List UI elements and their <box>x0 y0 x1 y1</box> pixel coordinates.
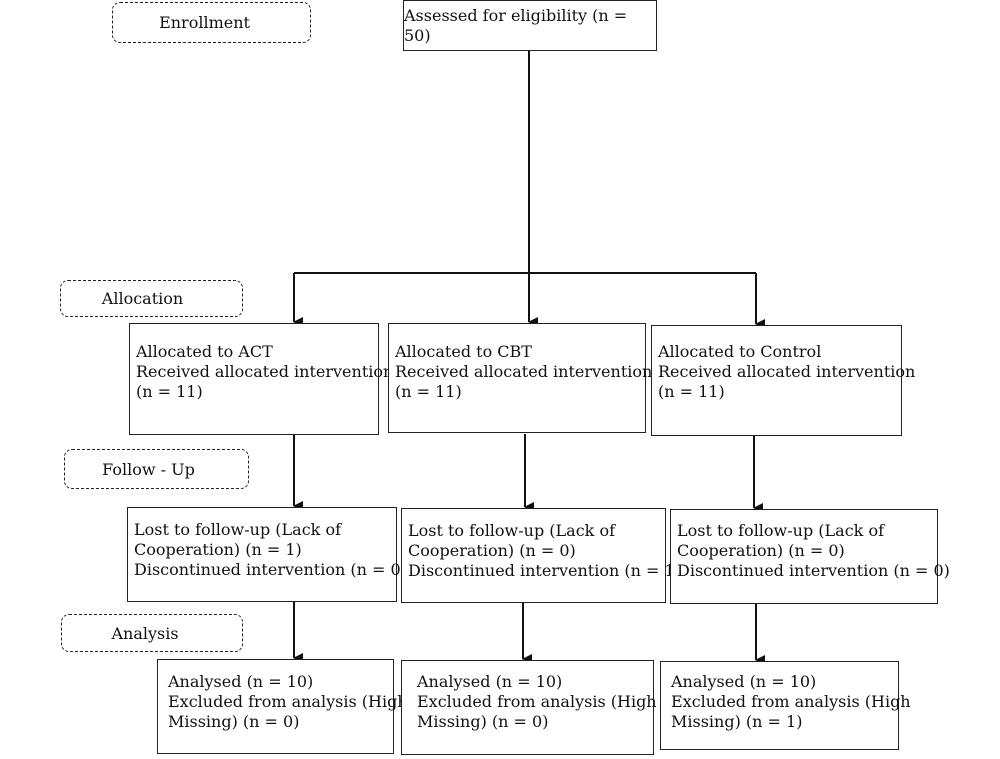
followup-line: Cooperation) (n = 0) <box>408 541 576 560</box>
assessed-text: Assessed for eligibility (n = 50) <box>404 5 628 45</box>
allocation-box-cbt: Allocated to CBT Received allocated inte… <box>388 323 653 433</box>
followup-line: Discontinued intervention (n = 0) <box>134 560 407 579</box>
analysis-line: Missing) (n = 1) <box>671 712 803 731</box>
stage-label-followup: Follow - Up <box>64 449 249 489</box>
followup-line: Discontinued intervention (n = 1) <box>408 561 681 580</box>
followup-line: Cooperation) (n = 0) <box>677 541 845 560</box>
allocation-line: Received allocated intervention <box>658 362 916 381</box>
stage-label-text: Allocation <box>101 289 184 308</box>
stage-label-text: Analysis <box>111 623 179 643</box>
allocation-count: (n = 11) <box>658 382 725 401</box>
assessed-box: Assessed for eligibility (n = 50) <box>403 0 657 51</box>
analysis-line: Excluded from analysis (High <box>671 692 911 711</box>
followup-line: Cooperation) (n = 1) <box>134 540 302 559</box>
stage-label-enrollment: Enrollment <box>112 2 311 43</box>
allocation-line: Allocated to ACT <box>136 342 273 361</box>
analysis-box-cbt: Analysed (n = 10) Excluded from analysis… <box>401 660 657 755</box>
allocation-box-control: Allocated to Control Received allocated … <box>651 325 916 436</box>
followup-line: Discontinued intervention (n = 0) <box>677 561 950 580</box>
analysis-line: Missing) (n = 0) <box>417 712 549 731</box>
analysis-line: Analysed (n = 10) <box>168 672 314 691</box>
analysis-line: Analysed (n = 10) <box>417 672 563 691</box>
analysis-line: Missing) (n = 0) <box>168 712 300 731</box>
followup-line: Lost to follow-up (Lack of <box>677 521 884 540</box>
stage-label-allocation: Allocation <box>60 280 243 317</box>
analysis-box-control: Analysed (n = 10) Excluded from analysis… <box>660 661 911 750</box>
allocation-line: Allocated to CBT <box>395 342 532 361</box>
analysis-line: Analysed (n = 10) <box>671 672 817 691</box>
analysis-line: Excluded from analysis (High <box>417 692 657 711</box>
stage-label-text: Enrollment <box>159 13 250 32</box>
followup-box-control: Lost to follow-up (Lack of Cooperation) … <box>670 509 950 604</box>
followup-box-cbt: Lost to follow-up (Lack of Cooperation) … <box>401 508 681 603</box>
allocation-line: Received allocated intervention <box>136 362 394 381</box>
stage-label-text: Follow - Up <box>102 459 195 479</box>
allocation-line: Allocated to Control <box>658 342 822 361</box>
allocation-count: (n = 11) <box>136 382 203 401</box>
followup-line: Lost to follow-up (Lack of <box>134 520 341 539</box>
followup-box-act: Lost to follow-up (Lack of Cooperation) … <box>127 507 407 602</box>
analysis-line: Excluded from analysis (High <box>168 692 408 711</box>
analysis-box-act: Analysed (n = 10) Excluded from analysis… <box>157 659 408 754</box>
allocation-box-act: Allocated to ACT Received allocated inte… <box>129 323 394 435</box>
followup-line: Lost to follow-up (Lack of <box>408 521 615 540</box>
stage-label-analysis: Analysis <box>61 614 243 652</box>
allocation-count: (n = 11) <box>395 382 462 401</box>
allocation-line: Received allocated intervention <box>395 362 653 381</box>
